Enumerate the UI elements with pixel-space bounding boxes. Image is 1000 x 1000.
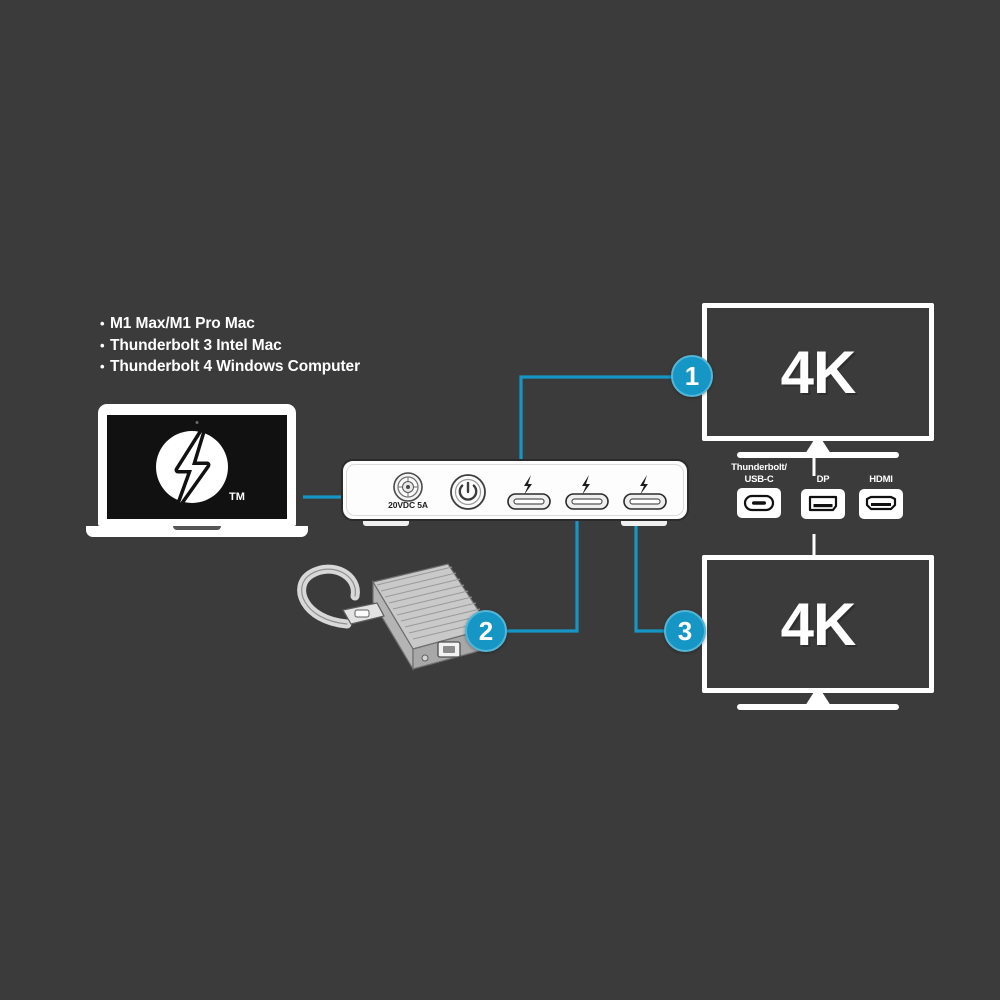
webcam-icon — [195, 420, 199, 424]
legend-label-line1: Thunderbolt/ — [731, 462, 787, 473]
laptop-notch — [173, 526, 221, 530]
legend-item-dp: DP — [793, 474, 853, 519]
legend-label-line2: USB-C — [744, 473, 774, 485]
monitor-resolution-label: 4K — [780, 338, 857, 406]
laptop-screen: TM — [107, 415, 287, 519]
thunderbolt-logo: TM — [156, 428, 245, 507]
dock-thunderbolt-port-1[interactable] — [503, 474, 555, 514]
external-drive — [285, 558, 500, 683]
list-item: • Thunderbolt 3 Intel Mac — [100, 335, 430, 357]
power-button[interactable] — [449, 473, 487, 511]
thunderbolt-bolt-icon — [623, 475, 667, 510]
external-drive-icon — [297, 563, 491, 672]
step-badge-2: 2 — [465, 610, 507, 652]
trademark-label: TM — [229, 491, 245, 503]
monitor-screen: 4K — [702, 303, 934, 441]
hdmi-port-chip — [859, 488, 903, 519]
usb-c-port-chip — [737, 488, 781, 518]
step-badge-3: 3 — [664, 610, 706, 652]
legend-item-thunderbolt-usb-c: Thunderbolt/ USB-C — [726, 462, 792, 518]
dock-foot-left — [363, 521, 409, 526]
dock-body: 20VDC 5A — [341, 459, 689, 521]
list-item: • M1 Max/M1 Pro Mac — [100, 313, 430, 335]
monitor-screen: 4K — [702, 555, 934, 693]
dc-power-jack: 20VDC 5A — [382, 471, 434, 510]
laptop-lid: TM — [98, 404, 296, 526]
step-badge-1: 1 — [671, 355, 713, 397]
step-number: 3 — [677, 615, 693, 646]
step-number: 1 — [684, 360, 700, 391]
dock-thunderbolt-port-2[interactable] — [561, 474, 613, 514]
laptop-computer: TM — [86, 404, 308, 537]
bullet-icon: • — [100, 359, 105, 374]
thunderbolt-bolt-icon — [565, 475, 609, 510]
compatibility-list: • M1 Max/M1 Pro Mac • Thunderbolt 3 Inte… — [100, 313, 430, 378]
step-number: 2 — [478, 615, 494, 646]
dock-foot-right — [621, 521, 667, 526]
monitor-neck — [805, 441, 831, 454]
bullet-icon: • — [100, 316, 105, 331]
list-item-label: Thunderbolt 4 Windows Computer — [110, 358, 361, 375]
list-item-label: M1 Max/M1 Pro Mac — [110, 315, 255, 332]
legend-label-line1: DP — [816, 474, 830, 485]
hdmi-port-icon — [865, 495, 897, 511]
monitor-foot — [737, 704, 899, 710]
monitor-resolution-label: 4K — [780, 590, 857, 658]
monitor-neck — [805, 693, 831, 706]
laptop-base — [86, 526, 308, 537]
displayport-port-chip — [801, 488, 845, 519]
power-icon — [450, 474, 486, 510]
list-item-label: Thunderbolt 3 Intel Mac — [110, 336, 282, 354]
list-item: • Thunderbolt 4 Windows Computer — [100, 356, 430, 378]
thunderbolt-dock: 20VDC 5A — [341, 459, 689, 526]
bullet-icon: • — [100, 337, 105, 353]
monitor-bottom: 4K — [702, 555, 934, 710]
usb-c-port-icon — [743, 494, 775, 512]
thunderbolt-bolt-icon — [507, 475, 551, 510]
legend-item-hdmi: HDMI — [850, 474, 912, 519]
monitor-foot — [737, 452, 899, 458]
displayport-port-icon — [808, 495, 838, 512]
dc-jack-icon — [393, 472, 423, 502]
monitor-top: 4K — [702, 303, 934, 458]
power-jack-label: 20VDC 5A — [388, 500, 428, 510]
legend-label-line1: HDMI — [869, 474, 893, 485]
dock-thunderbolt-port-3[interactable] — [619, 474, 671, 514]
